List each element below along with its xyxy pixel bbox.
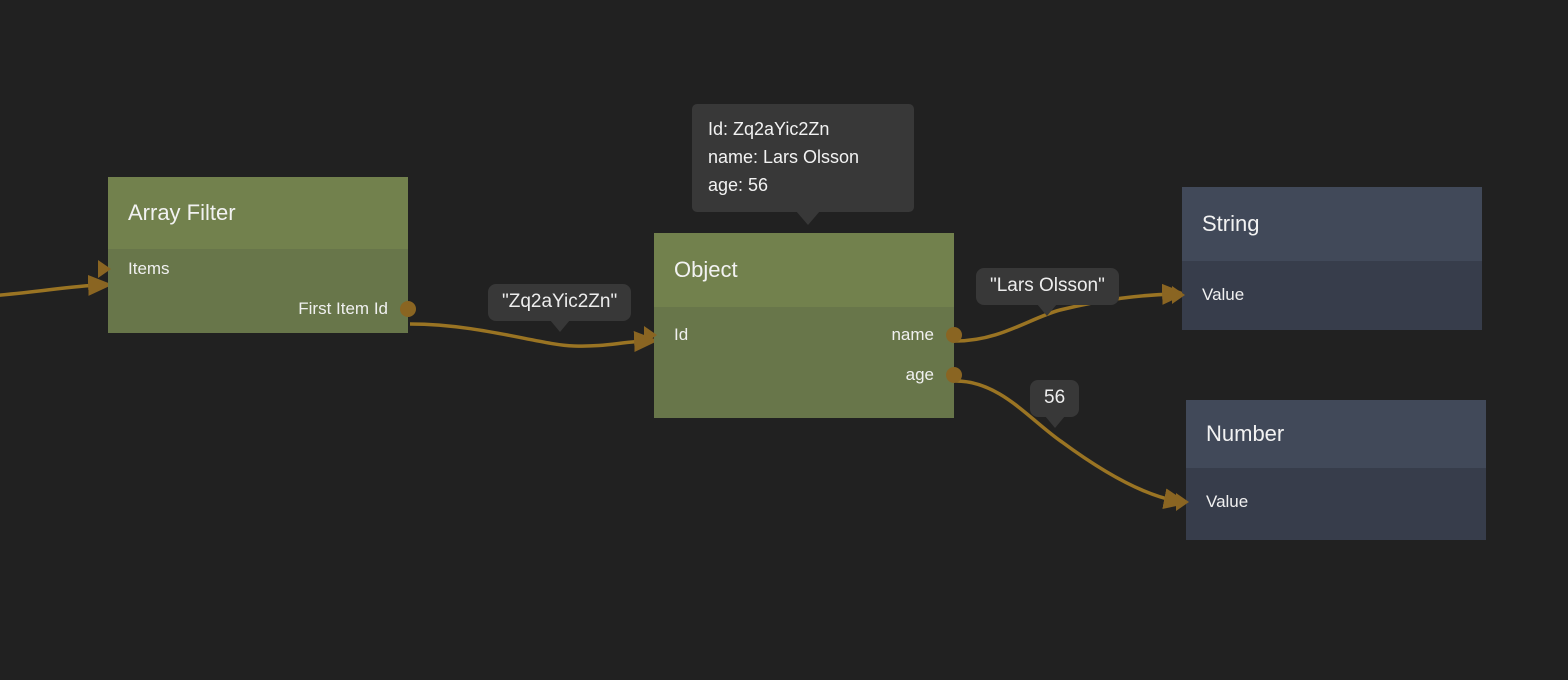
node-body-object: Id name age bbox=[644, 307, 962, 418]
port-row-name[interactable]: name bbox=[654, 315, 962, 355]
output-port-name-icon[interactable] bbox=[946, 327, 962, 343]
node-body-number: Value bbox=[1176, 468, 1486, 540]
port-label-id: Id bbox=[674, 325, 689, 344]
tooltip-line-name: name: Lars Olsson bbox=[708, 146, 860, 167]
port-row-string-value[interactable]: Value bbox=[1172, 275, 1482, 315]
port-row-age[interactable]: age bbox=[654, 355, 962, 395]
port-label-number-value: Value bbox=[1206, 492, 1249, 511]
port-row-id[interactable]: Id bbox=[644, 315, 954, 355]
port-row-items[interactable]: Items bbox=[98, 249, 408, 289]
node-number[interactable]: Number Value bbox=[1176, 400, 1486, 540]
edge-label-first-item-id-text: "Zq2aYic2Zn" bbox=[502, 291, 618, 312]
port-label-age: age bbox=[905, 365, 934, 384]
edge-firstitemid-to-id bbox=[409, 322, 659, 352]
tooltip-line-id: Id: Zq2aYic2Zn bbox=[708, 119, 830, 139]
input-port-id-icon[interactable] bbox=[644, 326, 657, 344]
edge-label-tail-icon bbox=[1044, 415, 1065, 428]
port-row-first-item-id[interactable]: First Item Id bbox=[108, 289, 416, 329]
edge-label-age-text: 56 bbox=[1044, 387, 1066, 408]
edge-label-tail-icon bbox=[549, 319, 570, 332]
tooltip-line-age: age: 56 bbox=[708, 174, 769, 195]
node-title-number: Number bbox=[1186, 400, 1486, 468]
edge-incoming-items bbox=[0, 274, 113, 297]
node-object[interactable]: Object Id name age bbox=[644, 233, 962, 418]
input-port-items-icon[interactable] bbox=[98, 260, 111, 278]
object-value-tooltip: Id: Zq2aYic2Zn name: Lars Olsson age: 56 bbox=[692, 104, 914, 225]
edge-label-first-item-id: "Zq2aYic2Zn" bbox=[488, 284, 632, 332]
input-port-number-value-icon[interactable] bbox=[1176, 493, 1189, 511]
port-label-name: name bbox=[891, 325, 934, 344]
edge-label-tail-icon bbox=[1037, 303, 1058, 316]
port-label-first-item-id: First Item Id bbox=[298, 299, 388, 318]
port-row-number-value[interactable]: Value bbox=[1176, 482, 1486, 522]
node-title-string: String bbox=[1182, 187, 1482, 261]
input-port-string-value-icon[interactable] bbox=[1172, 286, 1185, 304]
output-port-first-item-id-icon[interactable] bbox=[400, 301, 416, 317]
port-label-string-value: Value bbox=[1202, 285, 1245, 304]
node-body-string: Value bbox=[1172, 261, 1482, 330]
edge-label-name: "Lars Olsson" bbox=[976, 268, 1119, 316]
edge-label-age: 56 bbox=[1030, 380, 1080, 428]
output-port-age-icon[interactable] bbox=[946, 367, 962, 383]
edge-label-name-text: "Lars Olsson" bbox=[990, 275, 1105, 296]
node-body-array-filter: Items First Item Id bbox=[98, 249, 416, 333]
node-title-object: Object bbox=[654, 233, 954, 307]
tooltip-tail-icon bbox=[796, 210, 820, 225]
port-label-items: Items bbox=[128, 259, 170, 278]
node-array-filter[interactable]: Array Filter Items First Item Id bbox=[98, 177, 416, 333]
node-string[interactable]: String Value bbox=[1172, 187, 1482, 330]
node-title-array-filter: Array Filter bbox=[108, 177, 408, 249]
